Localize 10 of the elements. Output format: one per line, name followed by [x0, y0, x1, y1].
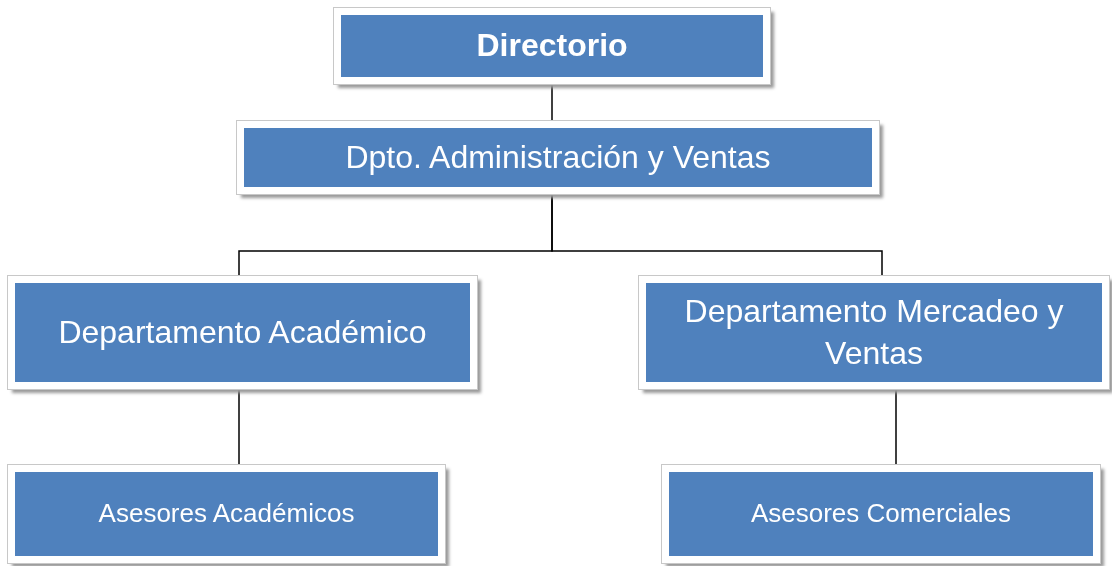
box-label: Asesores Académicos	[97, 497, 356, 531]
box-label: Asesores Comerciales	[749, 497, 1013, 531]
connector-line	[551, 83, 553, 122]
connector-line	[238, 388, 240, 466]
connector-line	[551, 193, 883, 277]
box-label: Dpto. Administración y Ventas	[344, 137, 772, 177]
box-label: Directorio	[475, 26, 629, 66]
box-label: Departamento Académico	[57, 312, 428, 352]
connector-line	[895, 388, 897, 466]
box-label: Departamento Mercadeo y Ventas	[683, 291, 1065, 373]
